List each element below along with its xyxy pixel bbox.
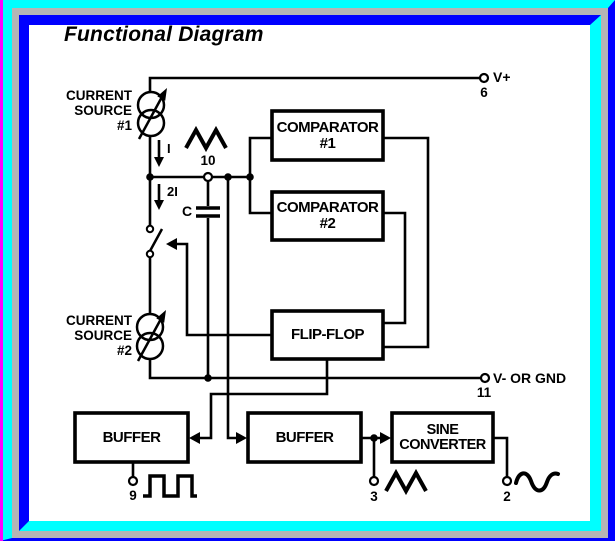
pin10-number: 10 <box>200 153 216 168</box>
sine-converter-line1: SINE <box>426 421 459 438</box>
wire-sine-to-pin2 <box>493 436 509 477</box>
comparator1-line2: #1 <box>319 134 336 152</box>
switch-blade <box>148 228 164 252</box>
wire-vplus-rail <box>148 76 480 92</box>
arrow-into-buffer1-icon <box>189 432 200 444</box>
arrowheads <box>154 157 391 444</box>
wire-comp1-to-flipflop <box>383 136 430 349</box>
comparator2-label: COMPARATOR #2 <box>272 192 383 240</box>
pin6-terminal-icon <box>478 72 490 84</box>
current-i-label: I <box>167 141 171 156</box>
buffer2-text: BUFFER <box>275 428 334 446</box>
flipflop-box <box>270 309 385 361</box>
capacitor-label: C <box>182 203 193 219</box>
sine-converter-box <box>390 411 495 464</box>
junction-dot <box>224 173 232 181</box>
comparator1-label: COMPARATOR #1 <box>272 111 383 160</box>
cs2-line2: SOURCE <box>74 328 132 343</box>
cs1-arrowhead <box>157 88 167 101</box>
vplus-label: V+ <box>493 69 511 85</box>
wire-flipflop-to-switch <box>177 242 272 337</box>
vminus-label: V- OR GND <box>493 370 567 386</box>
switch-contact-bottom <box>145 249 155 259</box>
buffer1-box <box>73 411 190 464</box>
current-source2-label: CURRENT SOURCE #2 <box>40 313 132 358</box>
arrow-into-sine-icon <box>380 432 391 444</box>
current-source-1-icon <box>136 88 167 140</box>
cs2-line1: CURRENT <box>66 313 132 328</box>
pin2-terminal-icon <box>501 475 513 487</box>
cs1-line1: CURRENT <box>66 88 132 103</box>
pin9-number: 9 <box>129 488 137 503</box>
flipflop-text: FLIP-FLOP <box>291 326 365 343</box>
pin-terminals <box>127 72 513 487</box>
pin2-number: 2 <box>503 489 511 504</box>
arrow-to-switch-icon <box>166 238 177 250</box>
sine-converter-label: SINE CONVERTER <box>392 413 493 462</box>
switch-icon <box>145 224 164 259</box>
junction-dots <box>146 173 378 442</box>
sine-wave-icon <box>514 471 560 493</box>
cs2-line3: #2 <box>116 343 132 358</box>
cs1-circle-bottom <box>136 108 166 138</box>
buffer2-box <box>246 411 363 464</box>
sine-converter-line2: CONVERTER <box>399 436 486 453</box>
comparator2-line2: #2 <box>319 215 336 232</box>
pin3-number: 3 <box>370 489 378 504</box>
cs1-arrow-line <box>137 94 165 140</box>
wire-vminus-rail <box>148 359 481 380</box>
function-blocks <box>73 109 495 464</box>
cs2-arrowhead <box>156 310 166 323</box>
comparator1-box <box>270 109 385 162</box>
arrow-into-buffer2-icon <box>236 432 247 444</box>
pin6-number: 6 <box>480 85 488 100</box>
buffer1-label: BUFFER <box>75 413 188 462</box>
pin11-number: 11 <box>476 385 492 400</box>
triangle-wave-icon <box>384 468 428 496</box>
cs1-line3: #1 <box>116 118 132 133</box>
pin10-terminal-icon <box>202 171 214 183</box>
current-i-arrowhead-icon <box>154 157 164 167</box>
wire-triangle-to-buffer2 <box>226 177 236 440</box>
pin9-terminal-icon <box>127 475 139 487</box>
current-source-2-icon <box>135 310 166 362</box>
wires <box>131 76 509 477</box>
pin3-terminal-icon <box>368 475 380 487</box>
comparator1-line1: COMPARATOR <box>276 118 379 136</box>
wire-comp2-to-flipflop <box>383 211 407 325</box>
buffer1-text: BUFFER <box>102 428 161 446</box>
wire-flipflop-to-buffer1 <box>200 359 329 440</box>
flipflop-label: FLIP-FLOP <box>272 311 383 359</box>
switch-contact-top <box>145 224 155 234</box>
junction-dot <box>246 173 254 181</box>
comparator2-box <box>270 190 385 242</box>
comparator2-line1: COMPARATOR <box>276 199 379 216</box>
junction-dot <box>370 434 378 442</box>
square-wave-icon <box>143 474 197 498</box>
junction-dot <box>146 173 154 181</box>
cs2-arrow-line <box>136 316 164 362</box>
triangle-wave-icon <box>184 125 228 153</box>
junction-dot <box>204 374 212 382</box>
page-title: Functional Diagram <box>64 23 264 46</box>
cs1-line2: SOURCE <box>74 103 132 118</box>
current-2i-label: 2I <box>167 184 178 199</box>
buffer2-label: BUFFER <box>248 413 361 462</box>
current-2i-arrowhead-icon <box>154 200 164 210</box>
waveform-glyphs <box>143 125 560 498</box>
cs2-circle-bottom <box>135 331 165 361</box>
current-source1-label: CURRENT SOURCE #1 <box>40 88 132 133</box>
pin11-terminal-icon <box>479 372 491 384</box>
